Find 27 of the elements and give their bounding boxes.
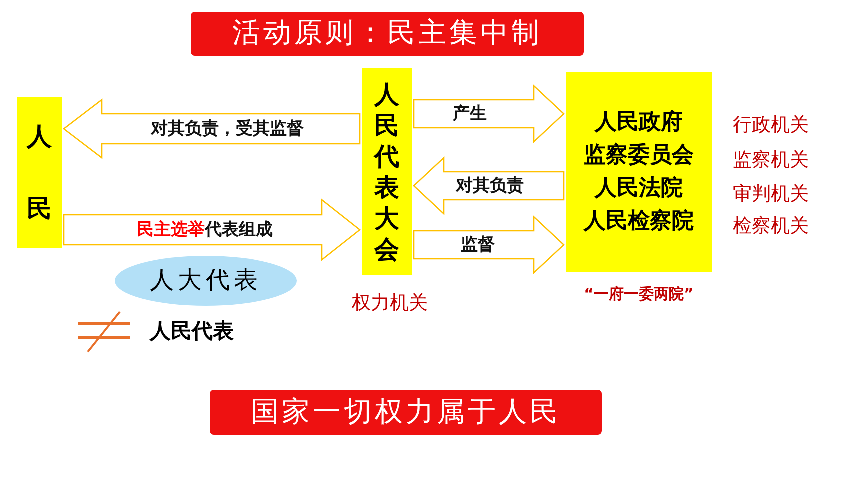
edge-label: 产生 [452,103,488,126]
block-arrow [413,216,565,274]
organ-name: 人民检察院 [584,208,694,236]
edge-label: 对其负责，受其监督 [150,118,305,141]
vertical-text-box: 人民代表大会 [362,68,412,275]
annotation-text: 审判机关 [732,182,810,207]
organ-name: 人民政府 [595,108,683,137]
edge-label: 监督 [460,234,496,257]
edge-label: 对其负责 [454,175,525,198]
block-arrow [63,198,362,262]
edge-label: 民主选举代表组成 [136,219,274,242]
annotation-text: “一府一委两院” [583,285,695,304]
block-arrow [413,156,565,216]
vertical-text-box: 人民 [17,97,62,248]
organ-name: 监察委员会 [584,142,694,170]
conclusion-banner: 国家一切权力属于人民 [210,390,602,435]
text-label: 人民代表 [150,318,234,345]
organ-name: 人民法院 [595,175,683,203]
title-banner: 活动原则：民主集中制 [191,12,584,56]
organ-list-box [566,72,712,272]
annotation-text: 权力机关 [351,291,429,316]
block-arrow [413,84,565,144]
annotation-text: 监察机关 [732,148,810,173]
ellipse: 人大代表 [115,256,297,306]
block-arrow [62,98,361,160]
annotation-text: 行政机关 [732,113,810,138]
annotation-text: 检察机关 [732,214,810,239]
